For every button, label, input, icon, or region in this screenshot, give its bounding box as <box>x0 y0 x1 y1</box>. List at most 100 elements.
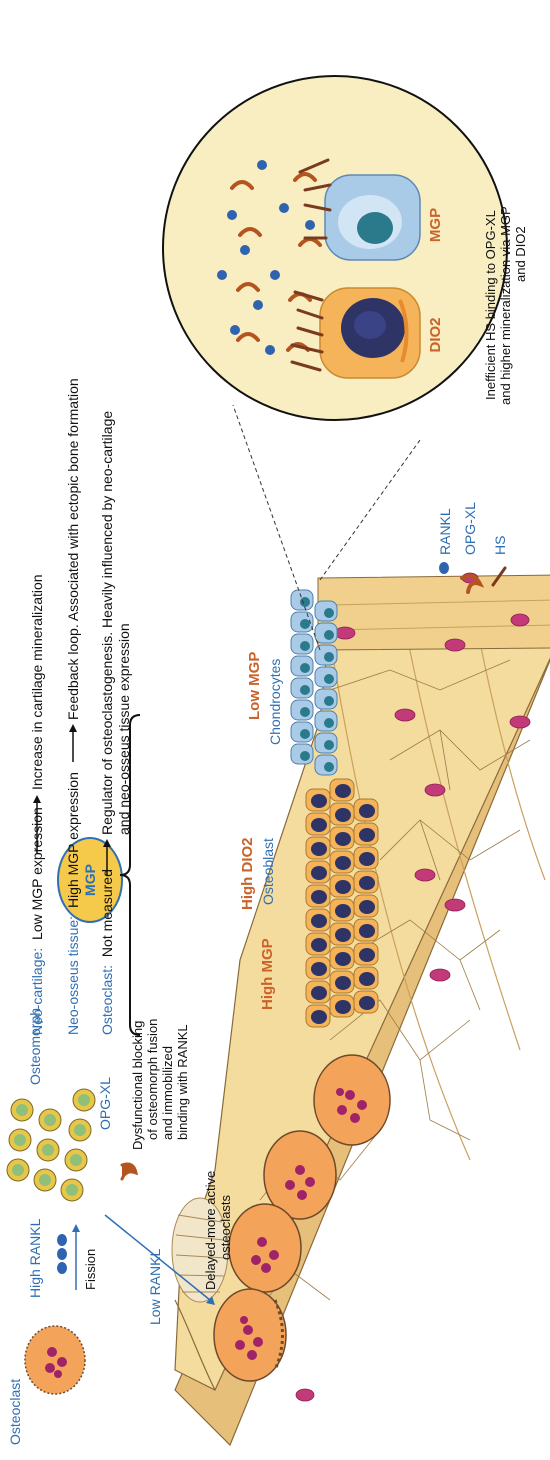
blocking-note-2: of osteomorph fusion <box>145 1019 160 1140</box>
zoom-note-1: Inefficient HS binding to OPG-XL <box>483 210 498 400</box>
legend-hs-label: HS <box>492 536 508 555</box>
osteoblast <box>354 991 378 1013</box>
osteoblast <box>306 909 330 931</box>
legend-opg-label: OPG-XL <box>462 502 478 555</box>
osteoblast <box>306 813 330 835</box>
osteocyte <box>510 716 530 728</box>
osteoblast <box>330 875 354 897</box>
osteoblast <box>354 799 378 821</box>
zoom-note-2: and higher mineralization via MGP <box>498 206 513 405</box>
zoom-mgp-label: MGP <box>427 208 444 242</box>
high-dio2-label: High DIO2 <box>239 837 256 910</box>
osteoblast-label: Osteoblast <box>260 838 276 905</box>
neo-cartilage-result: Increase in cartilage mineralization <box>29 574 45 790</box>
osteoblast <box>330 995 354 1017</box>
osteocyte <box>335 627 355 639</box>
chondrocyte <box>315 711 337 731</box>
delayed-note-1: Delayed-more active <box>203 1171 218 1290</box>
osteoclast-cell <box>229 1204 301 1292</box>
osteoclast-source-cell <box>25 1326 85 1394</box>
chondrocyte <box>291 590 313 610</box>
mgp-summary: MGP Neo-cartilage: Low MGP expression In… <box>29 378 140 1035</box>
mgp-circle-label: MGP <box>82 864 98 896</box>
osteocyte <box>445 899 465 911</box>
low-mgp-label: Low MGP <box>246 652 263 720</box>
osteoblast <box>330 947 354 969</box>
osteoblast <box>330 827 354 849</box>
osteoblast <box>330 899 354 921</box>
osteoblast <box>330 803 354 825</box>
osteocyte <box>430 969 450 981</box>
osteoclast-label: Osteoclast <box>7 1379 23 1445</box>
osteoblast <box>306 933 330 955</box>
cartilage-block <box>318 575 550 650</box>
osteocyte <box>296 1389 314 1401</box>
chondrocyte <box>291 700 313 720</box>
osteomorph <box>37 1139 59 1161</box>
osteoblast <box>306 837 330 859</box>
neo-osseus-row: Neo-osseus tissue: High MGP expression <box>65 772 81 1035</box>
osteoblast <box>354 847 378 869</box>
osteomorph <box>7 1159 29 1181</box>
opg-xl-label: OPG-XL <box>97 1077 113 1130</box>
osteoblast <box>306 957 330 979</box>
chondrocyte <box>315 733 337 753</box>
osteoblast <box>354 895 378 917</box>
chondrocyte <box>291 722 313 742</box>
zoom-guide-line <box>233 405 320 650</box>
fission-label: Fission <box>83 1249 98 1290</box>
high-rankl-label: High RANKL <box>27 1218 43 1298</box>
osteoclast-row-value: Not measured <box>99 869 115 957</box>
dio2-cell <box>320 288 420 378</box>
osteomorph <box>65 1149 87 1171</box>
osteomorph <box>39 1109 61 1131</box>
osteoclast-cell <box>314 1055 390 1145</box>
rankl-dots-free <box>57 1234 67 1274</box>
osteomorph <box>73 1089 95 1111</box>
osteoblast <box>330 851 354 873</box>
zoom-guide-line <box>320 440 420 580</box>
osteomorph-cluster <box>7 1089 95 1201</box>
osteomorph <box>61 1179 83 1201</box>
legend-rankl-icon <box>439 562 449 574</box>
osteomorph <box>69 1119 91 1141</box>
osteoclast-row: Osteoclast: Not measured <box>99 869 115 1035</box>
osteocyte <box>425 784 445 796</box>
osteocyte <box>415 869 435 881</box>
chondrocyte <box>291 744 313 764</box>
osteoclast-cell <box>214 1289 286 1381</box>
chondrocyte <box>315 667 337 687</box>
osteoclast-row-label: Osteoclast: <box>99 965 115 1035</box>
osteoblast <box>354 943 378 965</box>
osteoblast <box>306 981 330 1003</box>
osteomorph <box>11 1099 33 1121</box>
opg-xl-icon <box>122 1164 136 1179</box>
chondrocyte <box>291 656 313 676</box>
osteoclast-row-result-2: and neo-osseus tissue expression <box>116 623 132 835</box>
neo-osseus-result: Feedback loop. Associated with ectopic b… <box>65 378 81 720</box>
chondrocytes-label: Chondrocytes <box>267 659 283 745</box>
neo-osseus-label: Neo-osseus tissue: <box>65 916 81 1035</box>
mgp-cell <box>325 175 420 260</box>
osteoblast <box>354 823 378 845</box>
neo-osseus-value: High MGP expression <box>65 772 81 908</box>
osteoblast <box>354 967 378 989</box>
blocking-note-1: Dysfunctional blocking <box>130 1021 145 1150</box>
osteoblast <box>306 861 330 883</box>
high-mgp-label: High MGP <box>259 938 276 1010</box>
osteoblast <box>330 923 354 945</box>
osteoblast <box>306 1005 330 1027</box>
osteocyte <box>511 614 529 626</box>
chondrocyte <box>315 755 337 775</box>
delayed-note-2: osteoclasts <box>218 1194 233 1260</box>
osteomorph <box>9 1129 31 1151</box>
osteocyte <box>395 709 415 721</box>
osteoblast <box>330 971 354 993</box>
blocking-note-4: binding with RANKL <box>175 1024 190 1140</box>
osteoclast-row-result-1: Regulator of osteoclastogenesis. Heavily… <box>99 411 115 835</box>
legend-rankl-label: RANKL <box>437 508 453 555</box>
osteoblast <box>354 871 378 893</box>
zoom-callout: DIO2 MGP <box>163 76 507 650</box>
